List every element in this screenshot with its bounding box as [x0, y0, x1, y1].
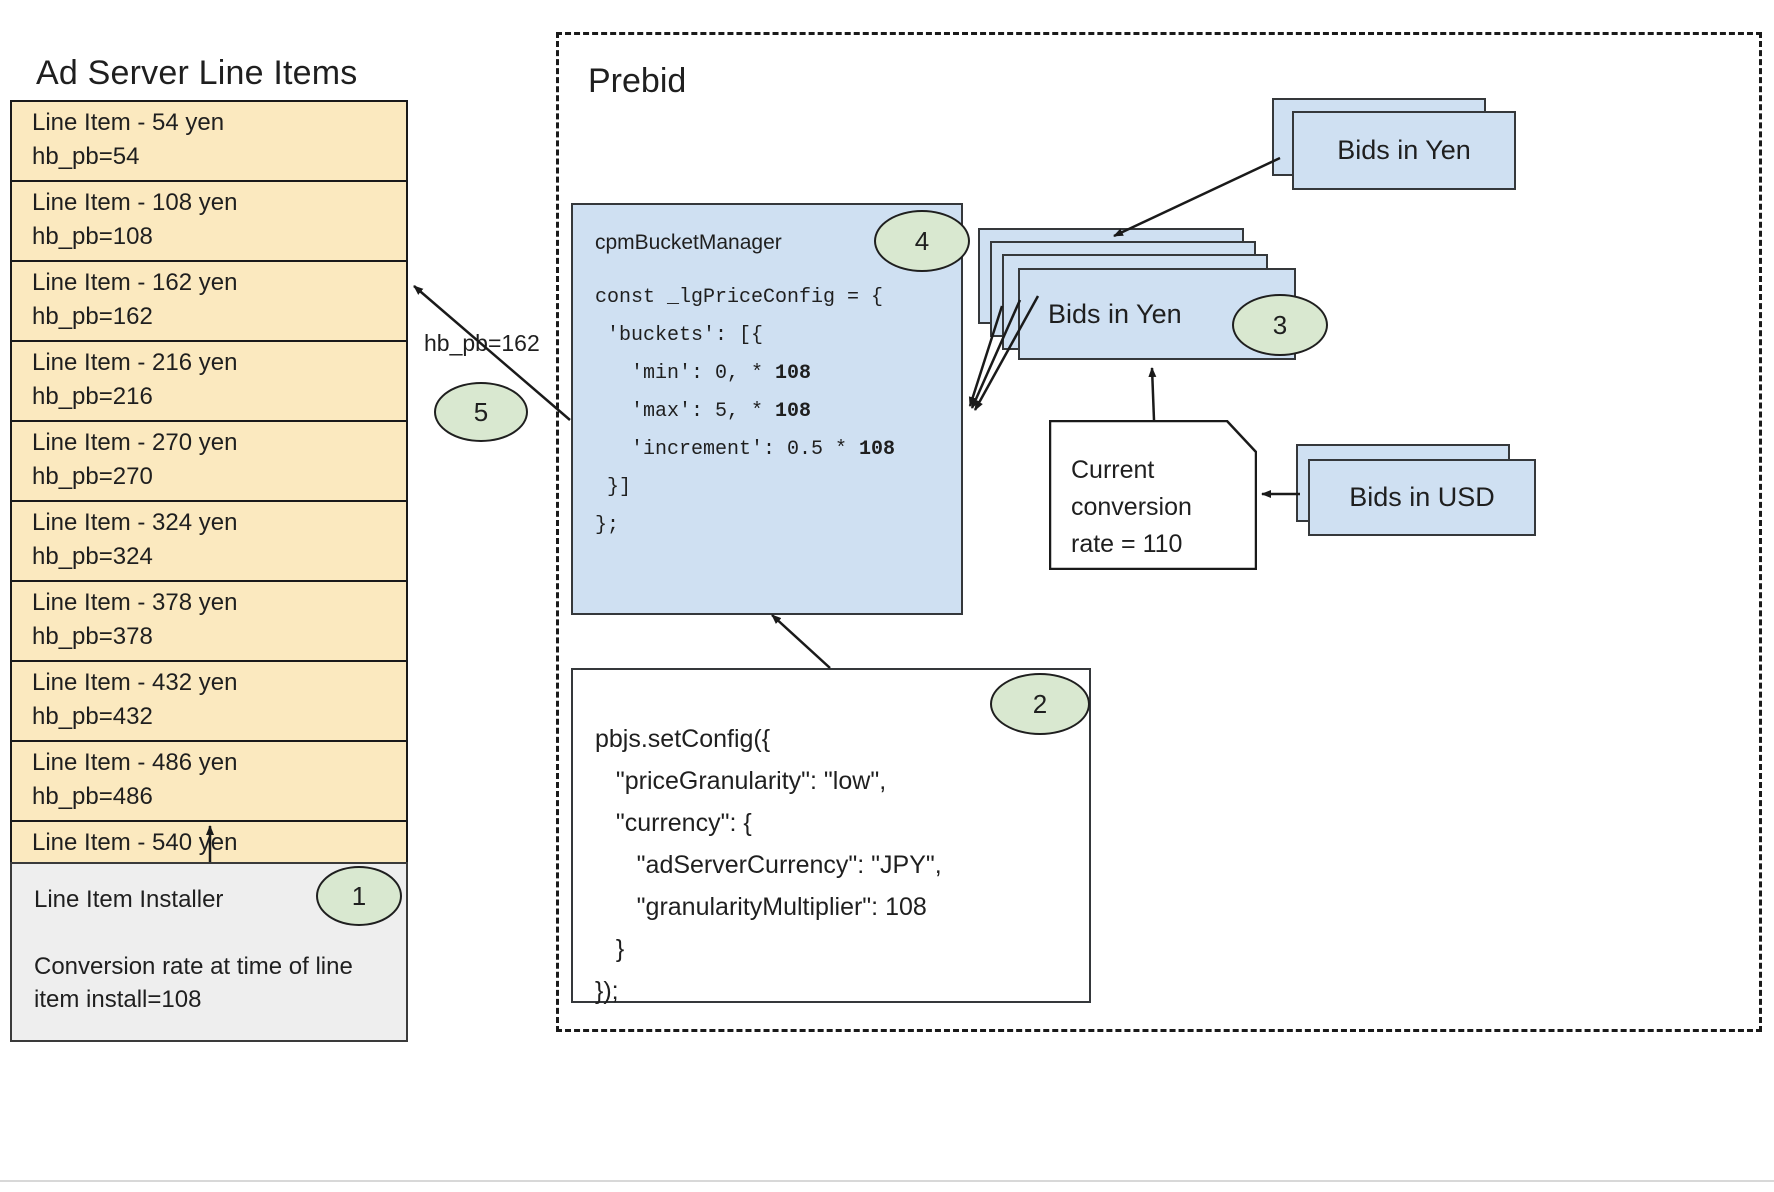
line-item-name: Line Item - 324 yen — [32, 509, 238, 536]
line-item-row: Line Item - 270 yen hb_pb=270 — [12, 422, 406, 502]
line-item-key: hb_pb=486 — [32, 783, 153, 810]
line-item-row: Line Item - 54 yen hb_pb=54 — [12, 102, 406, 182]
line-item-key: hb_pb=54 — [32, 143, 140, 170]
bids-in-usd-label: Bids in USD — [1349, 482, 1495, 512]
prebid-boundary — [556, 32, 1762, 1032]
code-line: }] — [595, 476, 632, 499]
step-badge-2: 2 — [990, 673, 1090, 735]
line-item-name: Line Item - 216 yen — [32, 349, 238, 376]
line-item-key: hb_pb=324 — [32, 543, 153, 570]
conversion-rate-note-text: Current conversion rate = 110 — [1071, 456, 1192, 558]
bid-card: Bids in Yen — [1292, 111, 1516, 190]
line-item-key: hb_pb=162 — [32, 303, 153, 330]
cpm-bucket-manager-code: const _lgPriceConfig = { 'buckets': [{ '… — [595, 279, 961, 545]
line-item-key: hb_pb=432 — [32, 703, 153, 730]
line-item-row: Line Item - 162 yen hb_pb=162 — [12, 262, 406, 342]
line-item-row: Line Item - 486 yen hb_pb=486 — [12, 742, 406, 822]
step-badge-3: 3 — [1232, 294, 1328, 356]
line-item-name: Line Item - 162 yen — [32, 269, 238, 296]
line-item-name: Line Item - 540 yen — [32, 829, 238, 856]
line-item-name: Line Item - 108 yen — [32, 189, 238, 216]
line-item-name: Line Item - 270 yen — [32, 429, 238, 456]
cpm-bucket-manager-heading: cpmBucketManager — [595, 231, 782, 254]
line-item-name: Line Item - 432 yen — [32, 669, 238, 696]
step-badge-4: 4 — [874, 210, 970, 272]
line-item-key: hb_pb=270 — [32, 463, 153, 490]
ad-server-title: Ad Server Line Items — [36, 54, 358, 92]
code-line: "priceGranularity": "low", — [595, 767, 887, 795]
code-line: "granularityMultiplier": 108 — [595, 893, 927, 921]
code-line: "adServerCurrency": "JPY", — [595, 851, 942, 879]
set-config-code: pbjs.setConfig({ "priceGranularity": "lo… — [595, 718, 1089, 1012]
code-line: 'max': 5, * 108 — [595, 400, 812, 423]
cpm-bucket-manager-box: cpmBucketManager const _lgPriceConfig = … — [571, 203, 963, 615]
line-item-key: hb_pb=378 — [32, 623, 153, 650]
hb-pb-connector-label: hb_pb=162 — [424, 330, 540, 356]
line-item-row: Line Item - 324 yen hb_pb=324 — [12, 502, 406, 582]
code-line: "currency": { — [595, 809, 752, 837]
line-item-name: Line Item - 378 yen — [32, 589, 238, 616]
bids-in-yen-incoming-stack: Bids in Yen — [1272, 98, 1516, 190]
code-line: 'buckets': [{ — [595, 324, 764, 347]
code-line: const _lgPriceConfig = { — [595, 286, 884, 309]
code-line: } — [595, 935, 625, 963]
bid-card: Bids in USD — [1308, 459, 1536, 536]
bids-in-yen-converted-label: Bids in Yen — [1048, 298, 1182, 329]
line-item-installer-title: Line Item Installer — [34, 886, 224, 913]
conversion-rate-note: Current conversion rate = 110 — [1048, 419, 1258, 571]
page-bottom-rule — [0, 1180, 1774, 1182]
line-item-name: Line Item - 54 yen — [32, 109, 225, 136]
bids-in-yen-incoming-label: Bids in Yen — [1337, 135, 1471, 165]
step-badge-1: 1 — [316, 866, 402, 926]
code-line: }); — [595, 977, 619, 1005]
line-item-row: Line Item - 432 yen hb_pb=432 — [12, 662, 406, 742]
line-item-key: hb_pb=216 — [32, 383, 153, 410]
line-item-key: hb_pb=108 — [32, 223, 153, 250]
code-line: }; — [595, 514, 620, 537]
note-shape-icon — [1048, 419, 1258, 571]
line-item-installer-note: Conversion rate at time of line item ins… — [34, 953, 353, 1013]
line-item-row: Line Item - 216 yen hb_pb=216 — [12, 342, 406, 422]
prebid-title: Prebid — [588, 62, 687, 100]
bids-in-usd-stack: Bids in USD — [1296, 444, 1536, 536]
step-badge-5: 5 — [434, 382, 528, 442]
code-line: 'min': 0, * 108 — [595, 362, 812, 385]
line-item-row: Line Item - 108 yen hb_pb=108 — [12, 182, 406, 262]
line-item-name: Line Item - 486 yen — [32, 749, 238, 776]
code-line: pbjs.setConfig({ — [595, 725, 771, 753]
code-line: 'increment': 0.5 * 108 — [595, 438, 896, 461]
line-item-row: Line Item - 378 yen hb_pb=378 — [12, 582, 406, 662]
